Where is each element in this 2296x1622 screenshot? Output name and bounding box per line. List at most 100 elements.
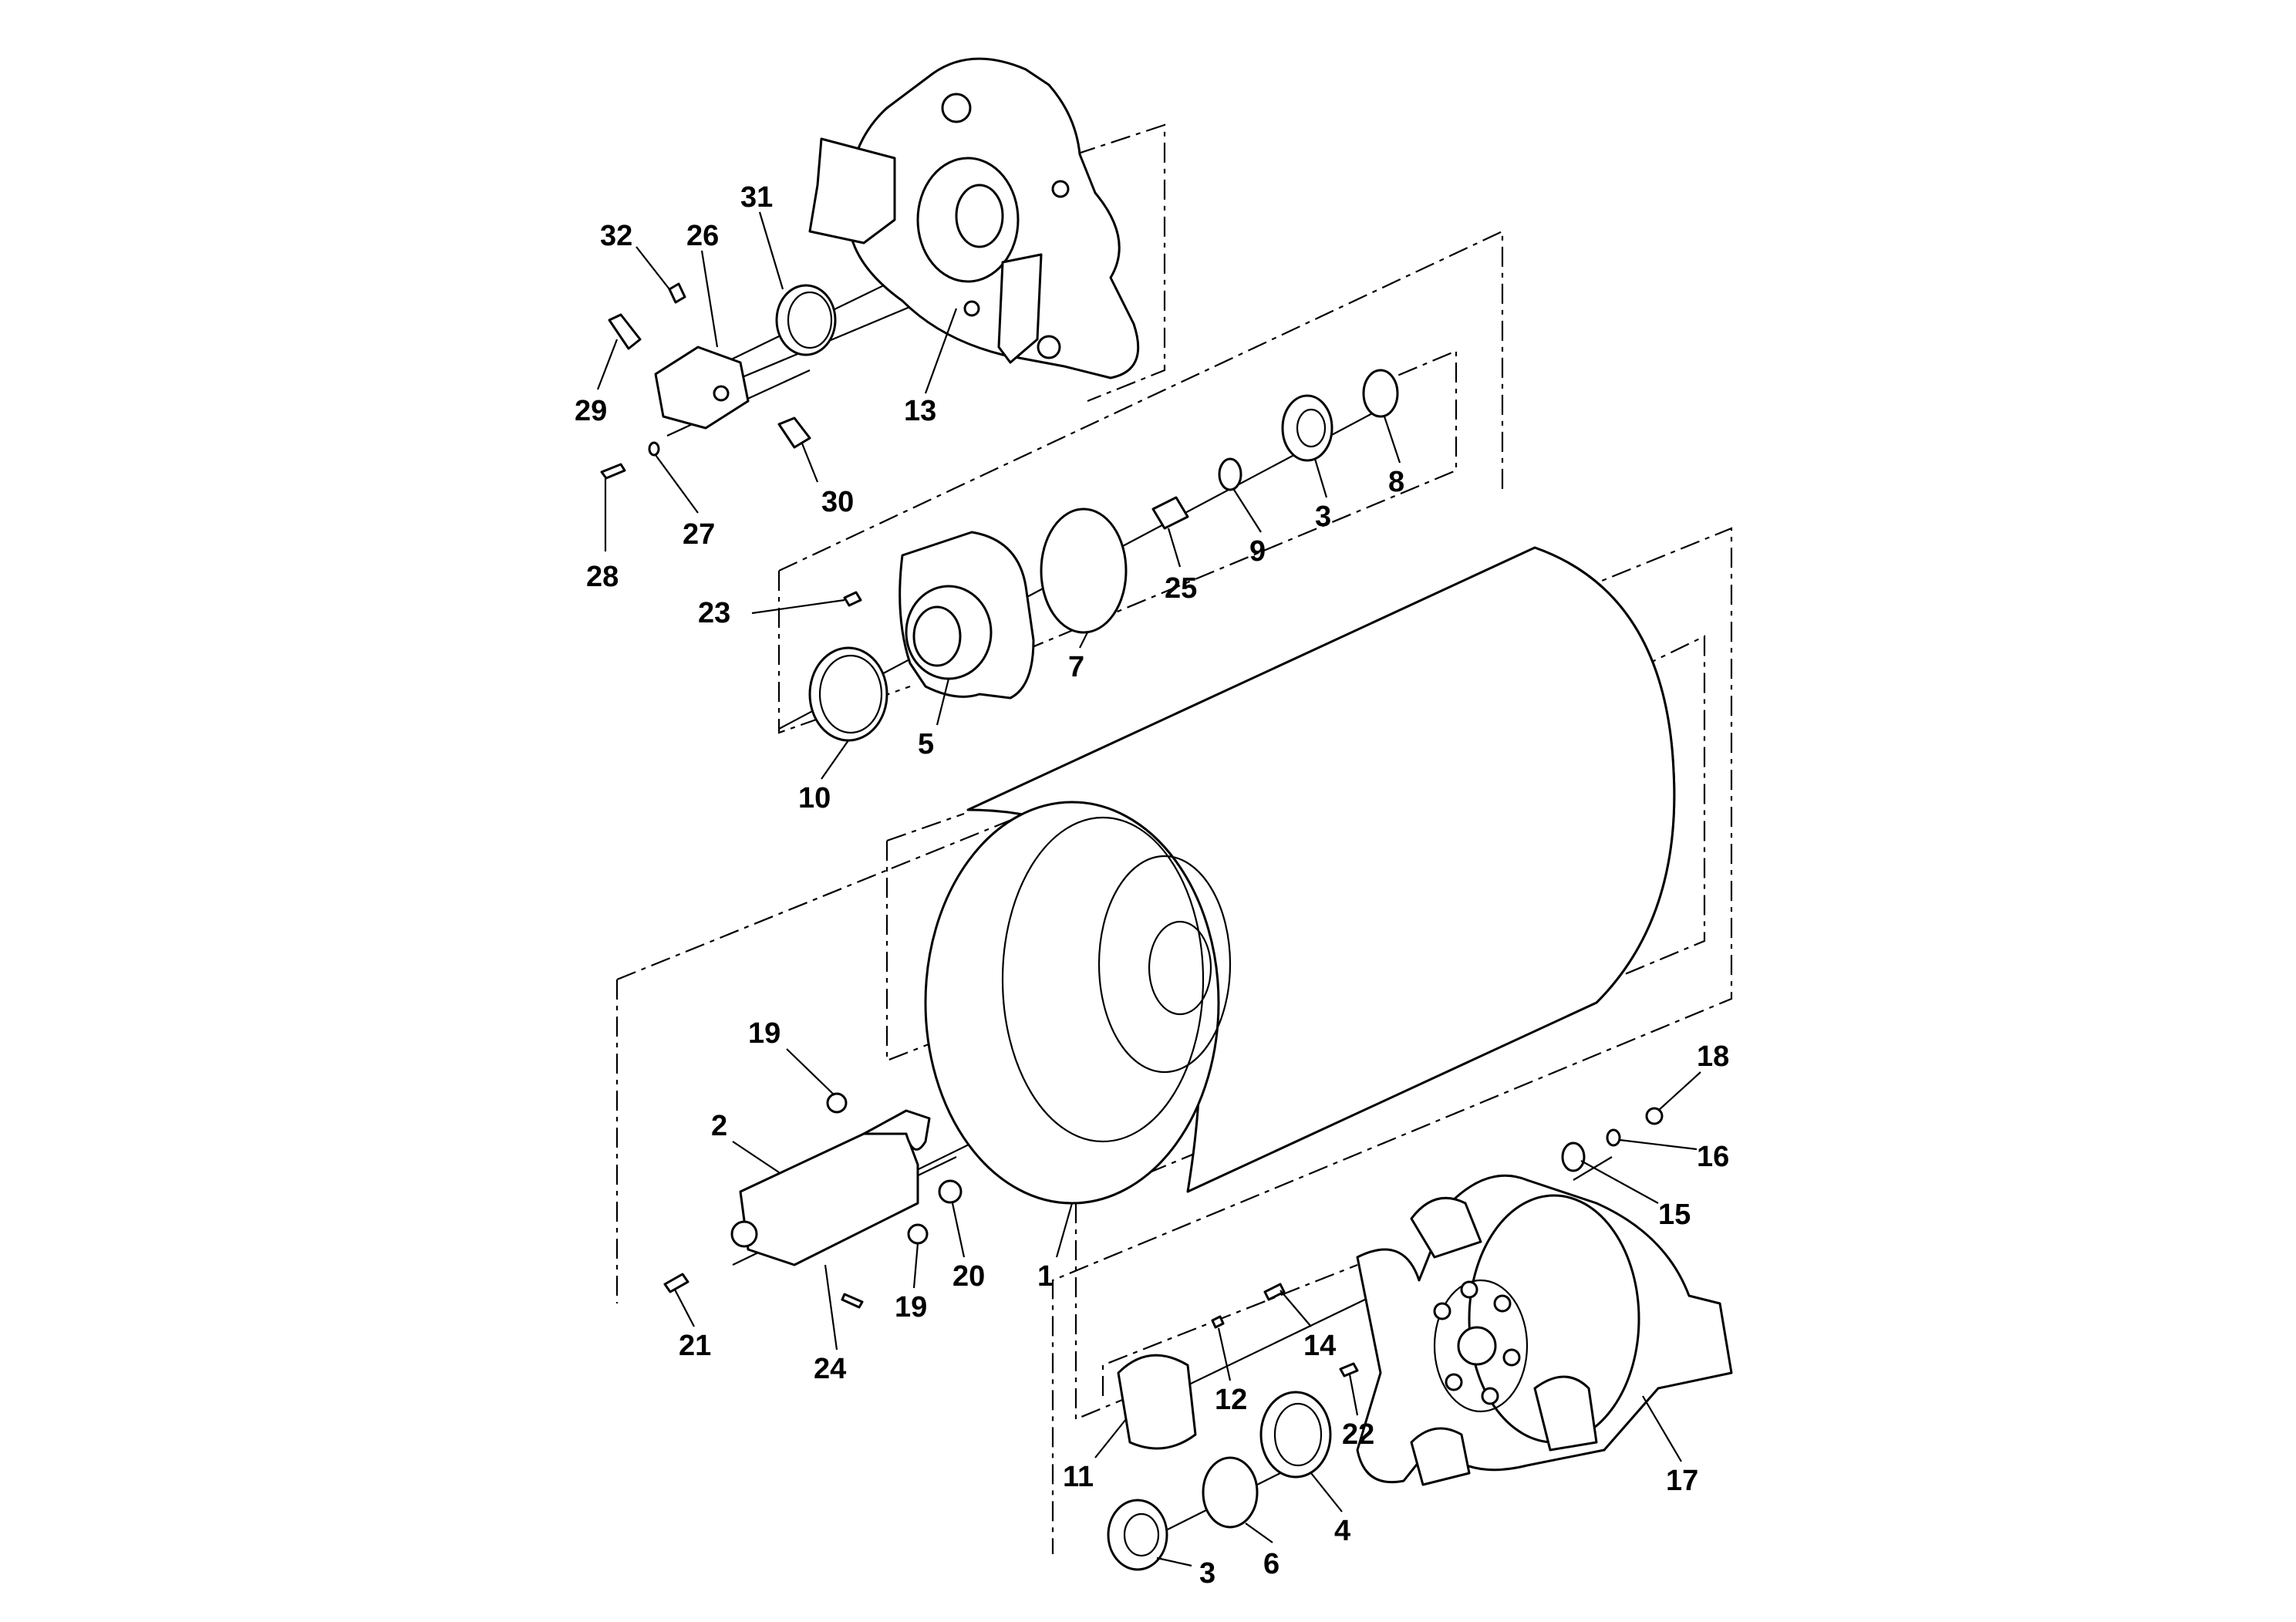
part-18-nut xyxy=(1645,1107,1664,1125)
part-3-bearing-bottom-inner xyxy=(1123,1512,1160,1557)
callout-1: 1 xyxy=(1037,1260,1054,1293)
outline-hub-group-upper xyxy=(778,230,1504,572)
part-26-port xyxy=(713,385,730,402)
leader-32 xyxy=(636,246,670,290)
callout-23: 23 xyxy=(698,597,730,629)
part-22-screw xyxy=(1339,1362,1359,1378)
part-7-o-ring xyxy=(1040,508,1128,634)
leader-4 xyxy=(1310,1472,1343,1512)
outline-drum-outer xyxy=(616,527,1733,1554)
leader-24 xyxy=(824,1264,838,1351)
leader-7 xyxy=(1079,632,1088,649)
hub-group xyxy=(808,369,1399,742)
callout-19b: 19 xyxy=(895,1291,927,1324)
callout-10: 10 xyxy=(798,782,831,814)
callout-13: 13 xyxy=(904,395,936,427)
leader-23 xyxy=(751,599,845,615)
outline-drum-inner-top xyxy=(886,812,965,842)
part-11-pad xyxy=(1117,1354,1197,1450)
callout-labels: 32 26 31 29 13 30 27 28 8 3 9 25 23 7 5 … xyxy=(575,181,1729,1590)
part-19-nut-bottom xyxy=(907,1223,929,1245)
leader-26 xyxy=(700,250,719,348)
leader-15 xyxy=(1580,1160,1659,1204)
part-9-circlip xyxy=(1218,457,1242,491)
part-4-flange-inner xyxy=(1273,1402,1323,1467)
leader-3a xyxy=(1313,458,1328,498)
callout-14: 14 xyxy=(1303,1330,1336,1362)
callout-21: 21 xyxy=(679,1330,711,1362)
gear-group xyxy=(1107,1107,1733,1571)
part-3-bearing-top-inner xyxy=(1296,408,1327,448)
part-4-flange-ring xyxy=(1259,1391,1332,1479)
leader-6 xyxy=(1245,1523,1273,1543)
callout-7: 7 xyxy=(1068,651,1084,683)
callout-20: 20 xyxy=(952,1260,985,1293)
part-17-bolt-4 xyxy=(1502,1348,1521,1367)
part-17-bolt-1 xyxy=(1433,1302,1451,1320)
leader-5 xyxy=(936,678,950,726)
part-3-bearing-bottom xyxy=(1107,1499,1168,1571)
leader-10 xyxy=(821,740,849,780)
callout-27: 27 xyxy=(683,518,715,551)
part-30-connector xyxy=(777,416,811,449)
part-20-nut xyxy=(938,1179,963,1204)
axis-gear-c xyxy=(1573,1156,1613,1181)
outline-gear-group xyxy=(1074,1203,1127,1421)
leader-12 xyxy=(1217,1327,1232,1381)
leader-20 xyxy=(951,1202,966,1258)
bracket-hole-a xyxy=(963,300,980,317)
drum-front-rim xyxy=(924,801,1220,1205)
part-10-seal-ring xyxy=(808,646,888,742)
leader-25 xyxy=(1167,528,1182,568)
bracket-mount-left xyxy=(808,137,896,244)
outline-top-bracket xyxy=(1075,123,1166,403)
part-27-washer xyxy=(648,441,660,457)
part-13-bracket xyxy=(808,57,1140,379)
part-17-bolt-6 xyxy=(1445,1373,1463,1391)
callout-3a: 3 xyxy=(1315,501,1331,533)
callout-5: 5 xyxy=(918,728,934,760)
leader-14 xyxy=(1279,1290,1312,1327)
part-17-motor-face xyxy=(1433,1279,1529,1413)
leader-17 xyxy=(1642,1395,1682,1462)
part-23-screw xyxy=(843,591,862,607)
small-fittings-top xyxy=(600,282,837,480)
part-26-sensor-block xyxy=(654,346,750,430)
bracket-pivot-bottom xyxy=(1037,335,1061,359)
leader-29 xyxy=(596,339,619,390)
part-17-center-bore xyxy=(1457,1326,1497,1366)
leader-lines xyxy=(596,211,1701,1567)
drum-shell-side xyxy=(1534,546,1676,1004)
part-17-bolt-2 xyxy=(1460,1280,1478,1299)
callout-2: 2 xyxy=(711,1110,727,1142)
leader-9 xyxy=(1233,489,1262,533)
callout-24: 24 xyxy=(814,1353,846,1385)
callout-22: 22 xyxy=(1342,1418,1374,1451)
leader-22 xyxy=(1348,1374,1359,1416)
part-17-pad-bottom xyxy=(1410,1427,1471,1486)
leader-1 xyxy=(1055,1202,1074,1258)
part-14-bolt xyxy=(1263,1283,1286,1301)
drum-inner-rim xyxy=(1001,816,1205,1143)
leader-31 xyxy=(758,211,784,290)
part-1-drum xyxy=(924,546,1676,1205)
callout-15: 15 xyxy=(1658,1199,1691,1231)
callout-28: 28 xyxy=(586,561,619,593)
part-17-pad-right xyxy=(1533,1375,1598,1452)
callout-18: 18 xyxy=(1697,1040,1729,1073)
part-17-bolt-5 xyxy=(1481,1387,1499,1405)
part-19-nut-top xyxy=(826,1092,848,1114)
callout-30: 30 xyxy=(821,486,854,518)
callout-19a: 19 xyxy=(748,1017,781,1050)
part-2-end-cap xyxy=(730,1220,758,1248)
callout-32: 32 xyxy=(600,220,632,252)
callout-12: 12 xyxy=(1215,1384,1247,1416)
part-17-bolt-3 xyxy=(1493,1294,1512,1313)
leader-13 xyxy=(924,308,958,394)
callout-11: 11 xyxy=(1063,1461,1094,1493)
axle-group xyxy=(663,1092,963,1309)
leader-19b xyxy=(912,1243,919,1289)
part-2-housing xyxy=(739,1132,919,1266)
outline-hub-group-outer xyxy=(777,571,911,734)
part-16-washer xyxy=(1606,1128,1621,1147)
